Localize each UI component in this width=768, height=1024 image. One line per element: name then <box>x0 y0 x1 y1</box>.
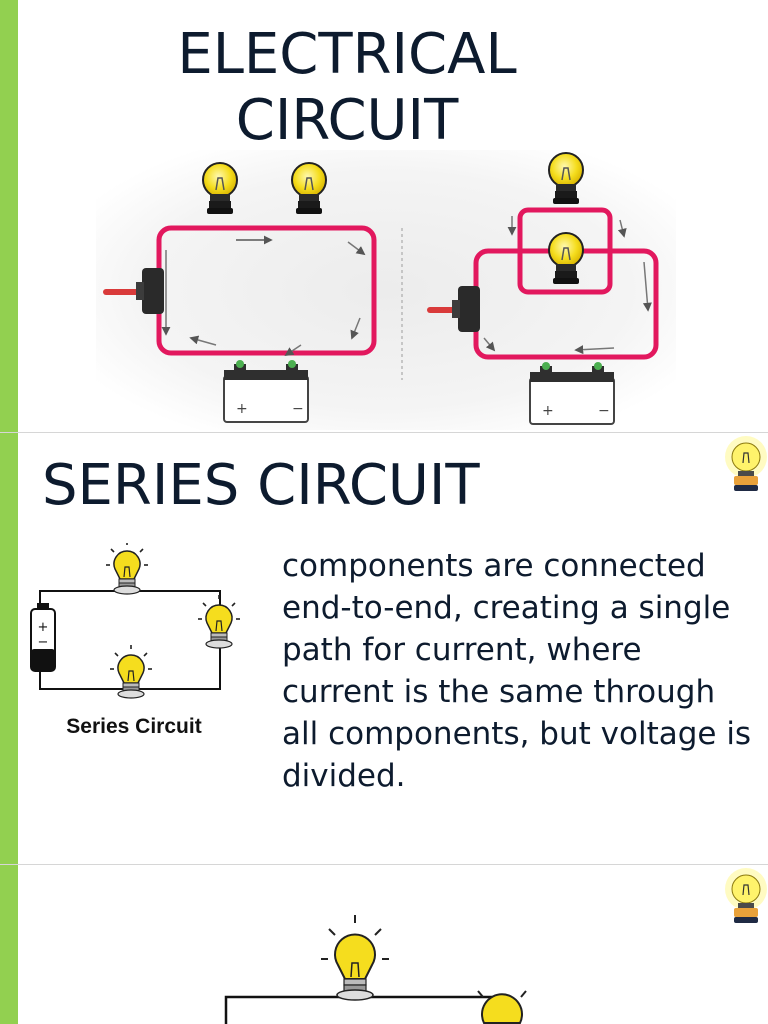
series-circuit-figure: + − <box>103 162 377 423</box>
circuit-diagram-partial <box>224 915 527 1024</box>
slide-electrical-circuit: ELECTRICAL CIRCUIT <box>0 0 768 432</box>
battery-minus: − <box>598 403 610 419</box>
series-circuit-diagram: + − Series Circuit <box>30 543 241 738</box>
battery-plus: + <box>236 401 248 417</box>
lightbulb-icon <box>725 868 767 923</box>
lightbulb-icon <box>105 543 149 595</box>
slide-series-circuit: SERIES CIRCUIT <box>0 433 768 864</box>
battery-icon: + − <box>30 603 56 672</box>
slide-divider <box>0 432 768 433</box>
battery-minus: − <box>292 401 304 417</box>
slide-title: ELECTRICAL CIRCUIT <box>177 22 517 153</box>
body-text: components are connected end-to-end, cre… <box>282 548 752 794</box>
battery-plus: + <box>38 620 49 635</box>
slide-divider <box>0 864 768 865</box>
lightbulb-icon <box>321 915 389 1001</box>
circuit-comparison-diagram: + − + − <box>96 150 676 430</box>
accent-bar <box>0 865 18 1024</box>
slide-partial <box>0 865 768 1024</box>
parallel-circuit-figure: + − <box>427 152 659 425</box>
slide-title: SERIES CIRCUIT <box>42 453 480 518</box>
battery-plus: + <box>542 403 554 419</box>
battery-minus: − <box>38 635 49 650</box>
accent-bar <box>0 0 18 432</box>
lightbulb-icon <box>477 990 527 1024</box>
figure-caption: Series Circuit <box>66 715 201 738</box>
lightbulb-icon <box>109 644 153 699</box>
lightbulb-icon <box>725 436 767 491</box>
accent-bar <box>0 433 18 864</box>
